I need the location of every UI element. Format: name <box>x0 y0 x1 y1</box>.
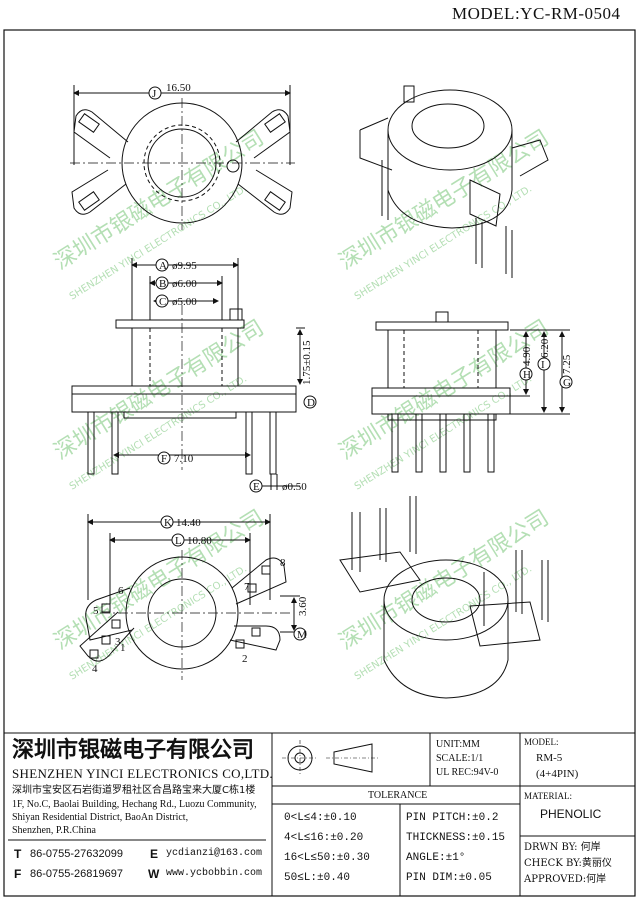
callout-a: A <box>159 260 167 272</box>
email-label: E <box>150 847 159 861</box>
tol-left-2: 4<L≤16:±0.20 <box>284 832 364 844</box>
dim-i: 6.20 <box>539 338 551 358</box>
tol-left-3: 16<L≤50:±0.30 <box>284 852 370 864</box>
address-en-2: Shiyan Residential District, BaoAn Distr… <box>12 812 189 823</box>
isometric-view-bottom <box>339 496 549 699</box>
callout-c: C <box>159 296 166 308</box>
callout-j: J <box>152 88 157 100</box>
dim-m: 3.60 <box>297 596 309 616</box>
pin-number-3: 3 <box>115 636 121 648</box>
dim-g: 7.25 <box>561 354 573 374</box>
callout-i: I <box>541 359 545 371</box>
dim-l: 10.80 <box>187 535 212 547</box>
isometric-view-top <box>359 85 549 278</box>
scale-text: SCALE:1/1 <box>436 753 484 764</box>
callout-l: L <box>175 535 182 547</box>
sheet-border <box>3 29 636 897</box>
pin-number-1: 1 <box>120 642 126 654</box>
tol-right-1: PIN PITCH:±0.2 <box>406 812 499 824</box>
company-name-cn: 深圳市银磁电子有限公司 <box>12 738 255 763</box>
approved-by: APPROVED:何岸 <box>524 874 607 885</box>
callout-g: G <box>563 377 571 389</box>
tol-left-1: 0<L≤4:±0.10 <box>284 812 357 824</box>
callout-f: F <box>161 453 167 465</box>
pin-number-4: 4 <box>92 663 98 675</box>
dim-f: 7.10 <box>174 453 194 465</box>
phone-label: T <box>14 847 22 861</box>
tol-right-3: ANGLE:±1° <box>406 852 466 864</box>
model-title: MODEL:YC-RM-0504 <box>452 4 621 23</box>
title-block-grid <box>4 732 635 896</box>
top-view: J 16.50 <box>70 82 295 230</box>
callout-m: M <box>297 629 307 641</box>
pin-number-6: 6 <box>118 585 124 597</box>
dim-k: 14.40 <box>176 517 201 529</box>
side-view <box>71 258 317 493</box>
callout-k: K <box>164 517 172 529</box>
web-label: W <box>148 867 160 881</box>
model-label: MODEL: <box>524 737 559 747</box>
dim-c: ø5.00 <box>172 296 197 308</box>
dim-b: ø6.00 <box>172 278 197 290</box>
dim-e: ø0.50 <box>282 481 307 493</box>
tol-left-4: 50≤L:±0.40 <box>284 872 351 884</box>
phone-value: 86-0755-27632099 <box>30 848 123 860</box>
pin-number-7: 7 <box>244 581 250 593</box>
company-name-en: SHENZHEN YINCI ELECTRONICS CO,LTD. <box>12 766 273 781</box>
bottom-view <box>79 514 307 680</box>
model-pins: (4+4PIN) <box>536 768 579 780</box>
model-value: RM-5 <box>536 752 563 764</box>
tol-right-2: THICKNESS:±0.15 <box>406 832 506 844</box>
material-value: PHENOLIC <box>540 807 602 821</box>
fax-label: F <box>14 867 22 881</box>
address-en-1: 1F, No.C, Baolai Building, Hechang Rd., … <box>12 799 257 810</box>
callout-b: B <box>159 278 166 290</box>
tol-right-4: PIN DIM:±0.05 <box>406 872 492 884</box>
callout-e: E <box>253 481 260 493</box>
callout-d: D <box>307 397 315 409</box>
unit-text: UNIT:MM <box>436 739 480 750</box>
fax-value: 86-0755-26819697 <box>30 868 123 880</box>
address-en-3: Shenzhen, P.R.China <box>12 825 96 836</box>
pin-number-2: 2 <box>242 653 248 665</box>
check-by: CHECK BY:黄丽仪 <box>524 858 612 869</box>
tolerance-title: TOLERANCE <box>368 790 428 801</box>
dim-h: 4.90 <box>521 346 533 366</box>
drawn-by: DRWN BY: 何岸 <box>524 842 601 853</box>
address-cn: 深圳市宝安区石岩街道罗租社区合昌路宝来大厦C栋1楼 <box>12 785 256 796</box>
ul-text: UL REC:94V-0 <box>436 767 499 778</box>
dim-d-text: 1.75±0.15 <box>301 340 313 385</box>
dim-a: ø9.95 <box>172 260 197 272</box>
material-label: MATERIAL: <box>524 791 572 801</box>
pin-number-8: 8 <box>280 557 286 569</box>
email-value: ycdianzi@163.com <box>166 848 263 859</box>
web-value: www.ycbobbin.com <box>166 868 263 879</box>
pin-number-5: 5 <box>93 605 99 617</box>
callout-h: H <box>523 369 531 381</box>
dim-top-width: 16.50 <box>166 82 191 94</box>
front-view <box>371 311 573 473</box>
